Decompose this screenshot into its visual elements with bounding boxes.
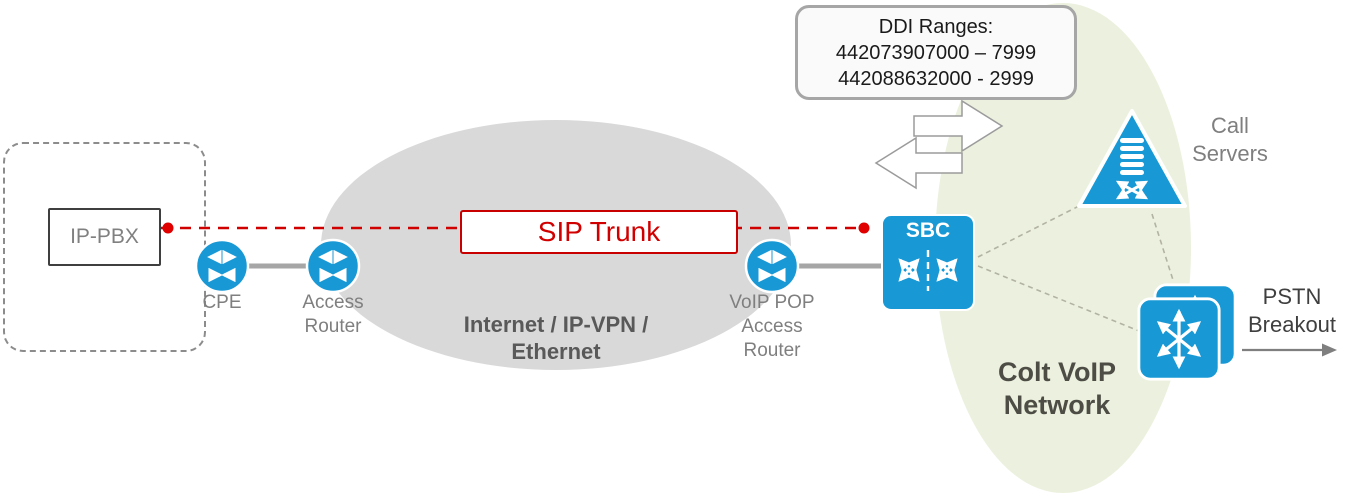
ddi-callout-title: DDI Ranges: xyxy=(878,15,994,38)
voip-pop-router-icon xyxy=(744,238,800,294)
sip-trunk-label: SIP Trunk xyxy=(537,216,661,247)
sbc-box: SBC xyxy=(881,214,975,311)
internet-cloud-label: Internet / IP-VPN / Ethernet xyxy=(463,312,649,364)
colt-network-label: Colt VoIP Network xyxy=(998,357,1116,420)
sip-trunk-box: SIP Trunk xyxy=(460,210,738,254)
call-servers-icon xyxy=(1077,109,1187,208)
voip-pop-router-label: VoIP POP Access Router xyxy=(729,292,815,361)
sip-endpoint-dot-right xyxy=(858,222,870,234)
sbc-glyph-icon xyxy=(898,250,958,291)
pstn-breakout-arrow xyxy=(1242,343,1337,357)
ip-pbx-box: IP-PBX xyxy=(48,208,161,266)
cpe-router-icon xyxy=(194,238,250,294)
cpe-label: CPE xyxy=(202,292,242,313)
ddi-range-line-1: 442073907000 – 7999 xyxy=(835,41,1037,64)
ip-pbx-label: IP-PBX xyxy=(70,225,139,248)
sbc-label: SBC xyxy=(905,219,951,242)
access-router-label: Access Router xyxy=(302,292,364,337)
pstn-breakout-label: PSTN Breakout xyxy=(1247,284,1337,337)
ddi-range-line-2: 442088632000 - 2999 xyxy=(838,67,1034,90)
access-router-icon xyxy=(305,238,361,294)
ddi-callout: DDI Ranges: 442073907000 – 7999 44208863… xyxy=(795,5,1077,100)
pstn-switch-front-icon xyxy=(1137,297,1221,381)
call-servers-label: Call Servers xyxy=(1192,113,1268,166)
